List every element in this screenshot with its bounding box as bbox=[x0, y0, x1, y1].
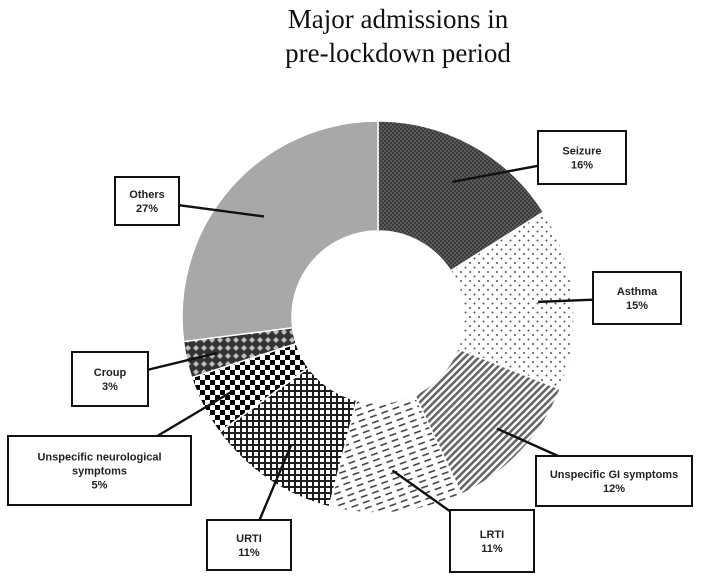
leader-line-seizure bbox=[452, 164, 539, 184]
slice-label-asthma: Asthma bbox=[617, 286, 658, 298]
label-box-croup bbox=[71, 351, 149, 407]
slice-others bbox=[181, 120, 379, 343]
slice-value-croup: 3% bbox=[102, 381, 118, 393]
leader-line-urti bbox=[258, 444, 293, 521]
label-box-others bbox=[114, 176, 180, 226]
label-box-asthma bbox=[592, 271, 682, 325]
donut-slices bbox=[181, 120, 575, 514]
label-box-unspecific-gi-symptoms bbox=[535, 455, 693, 507]
leader-line-unspecific-gi-symptoms bbox=[496, 427, 559, 458]
slice-seizure bbox=[377, 120, 545, 272]
leader-line-croup bbox=[147, 351, 218, 371]
slice-label-unspecific-neurological-symptoms: symptoms bbox=[72, 466, 127, 478]
slice-label-urti: URTI bbox=[236, 533, 262, 545]
label-box-urti bbox=[206, 519, 292, 571]
leader-line-unspecific-neurological-symptoms bbox=[156, 389, 234, 438]
slice-value-unspecific-gi-symptoms: 12% bbox=[603, 483, 625, 495]
leader-lines bbox=[147, 164, 594, 521]
slice-value-asthma: 15% bbox=[626, 300, 648, 312]
label-box-unspecific-neurological-symptoms bbox=[7, 435, 192, 506]
chart-title-line-2: pre-lockdown period bbox=[285, 38, 511, 68]
slice-value-unspecific-neurological-symptoms: 5% bbox=[92, 480, 108, 492]
slice-label-unspecific-neurological-symptoms: Unspecific neurological bbox=[37, 452, 161, 464]
leader-line-asthma bbox=[538, 298, 594, 304]
slice-label-others: Others bbox=[129, 189, 164, 201]
leader-line-others bbox=[178, 204, 265, 218]
slice-value-lrti: 11% bbox=[481, 543, 503, 555]
slice-value-others: 27% bbox=[136, 203, 158, 215]
label-box-seizure bbox=[537, 130, 627, 185]
label-box-lrti bbox=[449, 509, 535, 573]
slice-labels: Seizure 16% Asthma 15% Unspecific GI symptom… bbox=[7, 130, 693, 573]
slice-asthma bbox=[449, 210, 575, 391]
leader-line-lrti bbox=[391, 469, 451, 513]
slice-label-croup: Croup bbox=[94, 367, 127, 379]
slice-value-urti: 11% bbox=[238, 547, 260, 559]
slice-label-unspecific-gi-symptoms: Unspecific GI symptoms bbox=[550, 469, 678, 481]
slice-label-seizure: Seizure bbox=[562, 146, 601, 158]
chart-title-line-1: Major admissions in bbox=[288, 4, 509, 34]
slice-label-lrti: LRTI bbox=[480, 529, 504, 541]
slice-value-seizure: 16% bbox=[571, 160, 593, 172]
